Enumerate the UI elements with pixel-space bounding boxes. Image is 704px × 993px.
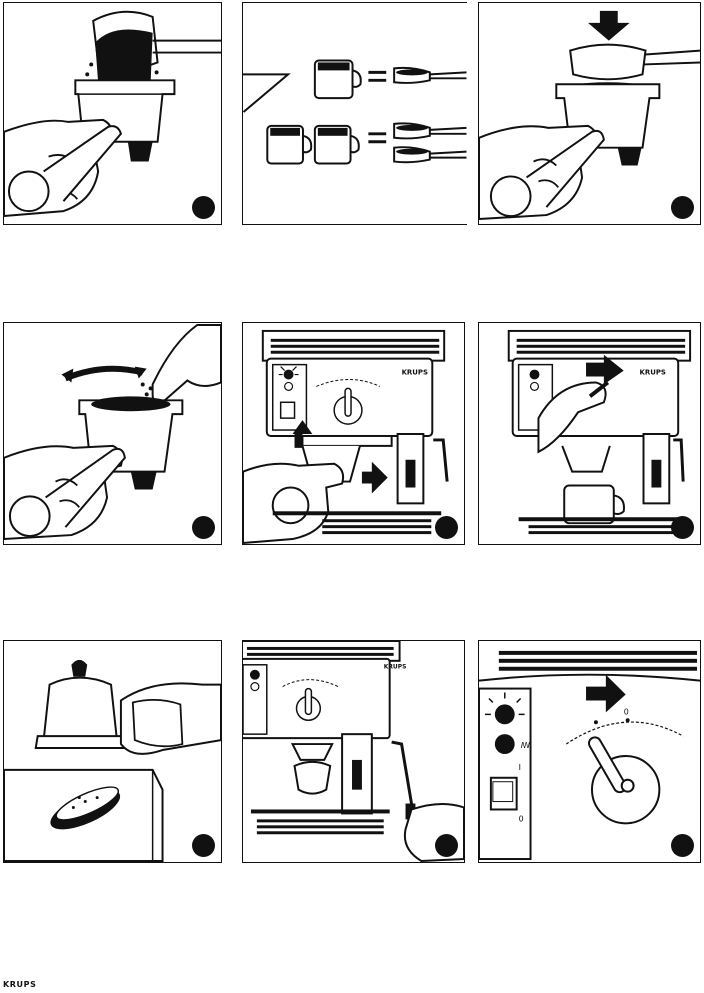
panel-dial-closeup: ꟿ I 0 0: [478, 640, 701, 863]
step-badge: [671, 196, 694, 219]
panel-insert-filter-holder: KRUPS: [242, 322, 465, 545]
filter-holder-icon: [4, 323, 221, 544]
panel-turn-dial: KRUPS: [478, 322, 701, 545]
panel-press-coffee: [478, 2, 701, 225]
switch-off-label: 0: [519, 814, 524, 823]
panel-fill-filter: [3, 2, 222, 225]
tamper-icon: [479, 3, 700, 224]
step-badge: [192, 196, 215, 219]
espresso-machine-icon: KRUPS: [243, 323, 464, 544]
panel-clean-rim: [3, 322, 222, 545]
control-dial-icon: KRUPS: [479, 323, 700, 544]
step-badge: [192, 516, 215, 539]
coffee-puck-icon: [4, 641, 221, 862]
machine-logo: KRUPS: [402, 369, 428, 377]
dial-closeup-icon: ꟿ I 0 0: [479, 641, 700, 862]
steam-mark-label: ꟿ: [521, 741, 531, 750]
panel-measure-cups: [242, 2, 467, 225]
panel-steam-nozzle: KRUPS: [242, 640, 465, 863]
coffee-scoop-icon: [4, 3, 221, 224]
step-badge: [435, 516, 458, 539]
measuring-spoon-icon: [243, 3, 467, 224]
brand-footer: KRUPS: [3, 980, 36, 989]
machine-logo: KRUPS: [640, 369, 666, 377]
step-badge: [671, 834, 694, 857]
step-badge: [435, 834, 458, 857]
step-badge: [671, 516, 694, 539]
machine-logo: KRUPS: [384, 664, 407, 671]
steam-nozzle-icon: KRUPS: [243, 641, 464, 862]
zero-label: 0: [624, 707, 629, 716]
step-badge: [192, 834, 215, 857]
panel-empty-grounds: [3, 640, 222, 863]
switch-on-label: I: [519, 763, 521, 772]
